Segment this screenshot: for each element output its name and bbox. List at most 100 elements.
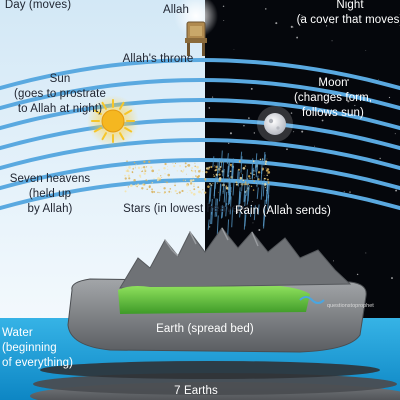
star-dust-dot [124, 190, 127, 193]
star-dust-dot [198, 190, 201, 194]
night-star-dot [343, 191, 345, 193]
star-dust-dot [191, 169, 193, 171]
night-star-dot [395, 189, 398, 192]
star-dust-dot [132, 166, 134, 168]
star-dust-dot [143, 183, 146, 186]
rain-streak [243, 210, 246, 230]
rain-streak [246, 177, 249, 196]
star-dust-dot [192, 192, 196, 196]
star-dust-dot [191, 167, 193, 169]
star-dust-dot [157, 177, 160, 180]
star-dust-dot [136, 185, 138, 188]
star-dust-dot [124, 177, 127, 180]
rain-streak [223, 186, 226, 203]
star-dust-dot [126, 167, 128, 169]
night-star-dot [223, 20, 225, 21]
night-star-dot [293, 131, 295, 133]
star-dust-dot [257, 171, 261, 174]
star-dust-dot [134, 184, 137, 187]
star-dust-dot [229, 163, 233, 167]
star-dust-dot [218, 173, 221, 176]
day-label: Day (moves) [4, 0, 72, 11]
sun-ray [119, 132, 125, 141]
star-dust-dot [235, 183, 239, 186]
star-dust-dot [142, 166, 146, 169]
star-dust-dot [235, 181, 238, 184]
night-star-dot [311, 98, 313, 100]
seven-heavens-arcs [0, 58, 400, 211]
rain-streak [246, 186, 249, 205]
star-dust-dot [207, 167, 210, 170]
star-dust-dot [143, 172, 146, 175]
star-dust-dot [193, 188, 196, 191]
star-dust-dot [192, 179, 195, 182]
rain-streak [219, 183, 222, 202]
star-dust-dot [262, 182, 264, 184]
rain-streak [263, 154, 266, 165]
night-star-dot [228, 142, 230, 145]
star-dust-dot [208, 166, 211, 169]
rain-streak [236, 169, 239, 182]
sun-ray [124, 109, 133, 115]
star-dust-dot [212, 183, 214, 184]
star-dust-dot [168, 190, 171, 193]
night-star-dot [296, 36, 299, 39]
night-star-dot [325, 25, 328, 27]
star-dust-dot [188, 180, 190, 181]
star-dust-dot [192, 176, 194, 178]
star-dust-dot [157, 191, 159, 194]
heaven-arc [0, 158, 400, 191]
rain-streak [263, 216, 266, 229]
throne-icon [185, 21, 207, 56]
night-star-dot [321, 119, 324, 122]
rain-streak [243, 184, 246, 203]
star-dust-dot [264, 186, 266, 189]
rain-streak [214, 198, 217, 217]
star-dust-dot [141, 170, 144, 172]
moon-label: Moon (changes form, follows sun) [294, 77, 373, 119]
star-dust-dot [125, 169, 128, 173]
star-dust-dot [225, 187, 227, 189]
sun-ray [93, 109, 102, 115]
star-dust-dot [134, 167, 136, 169]
star-dust-dot [259, 158, 262, 161]
night-star-dot [211, 96, 214, 98]
star-dust-dot [135, 163, 137, 165]
star-dust-dot [201, 192, 202, 194]
rain-streak [216, 198, 219, 217]
night-star-dot [301, 130, 304, 133]
star-dust-dot [163, 167, 166, 170]
star-dust-dot [184, 162, 187, 165]
rain-streak [262, 179, 265, 197]
star-dust-dot [131, 171, 134, 173]
star-dust-dot [124, 174, 126, 177]
stars-label: Stars (in lowest heaven) [123, 203, 249, 215]
night-star-dot [349, 191, 351, 193]
star-dust-dot [163, 192, 166, 195]
star-dust-dot [250, 185, 253, 188]
rain-streak [260, 169, 263, 183]
heaven-arc [0, 118, 400, 151]
star-dust-dot [198, 170, 201, 173]
star-dust-dot [172, 178, 173, 180]
star-dust-dot [193, 185, 195, 187]
night-star-dot [208, 226, 211, 228]
night-star-dot [233, 49, 235, 50]
rain-streak [241, 173, 244, 192]
star-dust-dot [265, 185, 266, 187]
rain-streak [214, 176, 217, 189]
star-dust-dot [266, 178, 269, 181]
star-dust-dot [136, 165, 138, 166]
star-dust-dot [197, 186, 200, 189]
star-dust-dot [263, 175, 265, 176]
star-dust-dot [158, 169, 160, 171]
night-star-dot [335, 83, 337, 85]
rain-streak [251, 168, 254, 179]
sun-ray [101, 132, 107, 141]
earth-island [67, 227, 367, 353]
star-dust-dot [181, 170, 184, 173]
star-dust-dot [182, 169, 185, 171]
star-dust-dot [164, 173, 166, 175]
night-star-dot [252, 222, 254, 224]
